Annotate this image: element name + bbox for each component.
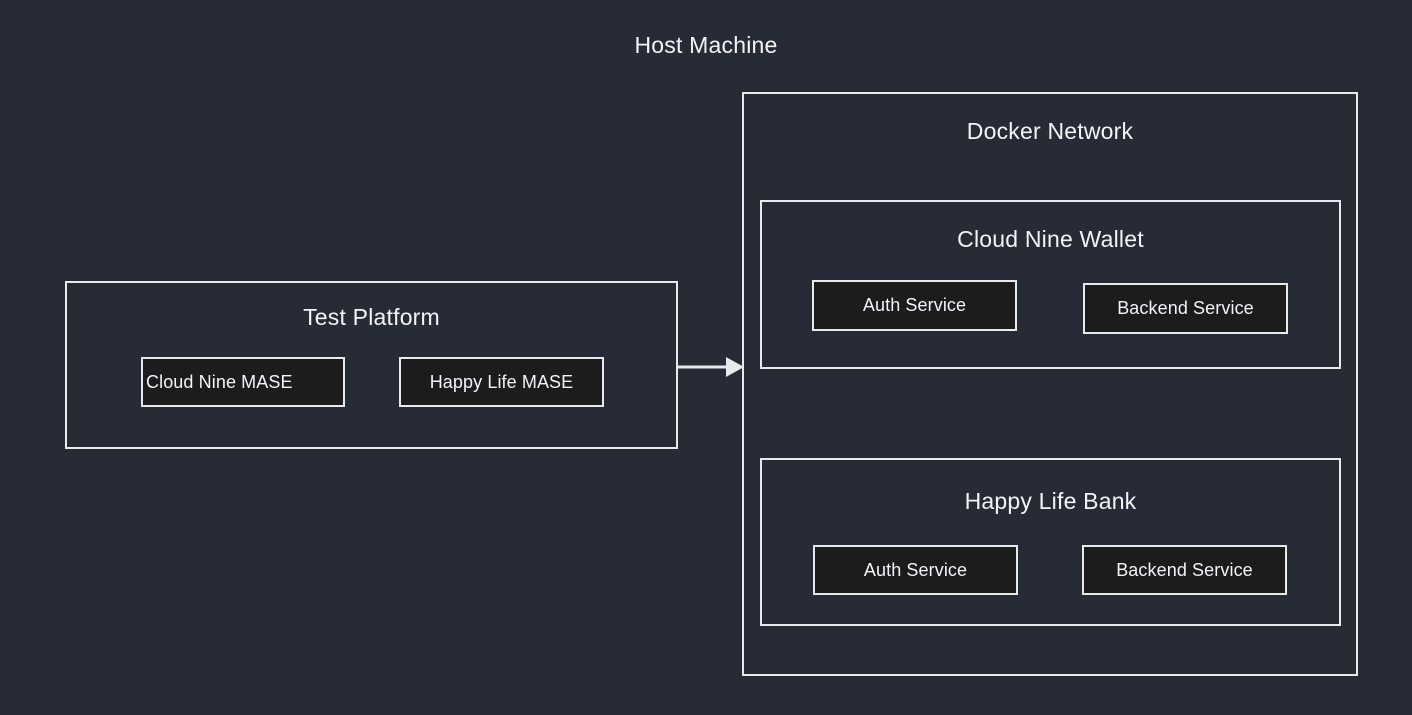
container-docker-network[interactable]: Docker Network [742,92,1358,676]
connector-test-platform-to-docker-network [678,348,744,386]
container-title-test-platform: Test Platform [303,304,440,330]
arrow-icon [678,357,744,377]
container-cloud-nine-wallet[interactable]: Cloud Nine Wallet [760,200,1341,369]
container-test-platform[interactable]: Test Platform [65,281,678,449]
container-title-docker-network: Docker Network [966,118,1134,144]
container-happy-life-bank[interactable]: Happy Life Bank [760,458,1341,626]
node-cloud-nine-mase[interactable]: Cloud Nine MASE [141,357,345,407]
node-happy-life-bank-auth-service[interactable]: Auth Service [813,545,1018,595]
node-happy-life-mase[interactable]: Happy Life MASE [399,357,604,407]
node-happy-life-bank-backend-service[interactable]: Backend Service [1082,545,1287,595]
container-title-cloud-nine-wallet: Cloud Nine Wallet [957,226,1144,252]
node-cloud-nine-wallet-auth-service[interactable]: Auth Service [812,280,1017,331]
container-title-happy-life-bank: Happy Life Bank [964,488,1137,514]
diagram-title: Host Machine [634,32,778,58]
node-cloud-nine-wallet-backend-service[interactable]: Backend Service [1083,283,1288,334]
